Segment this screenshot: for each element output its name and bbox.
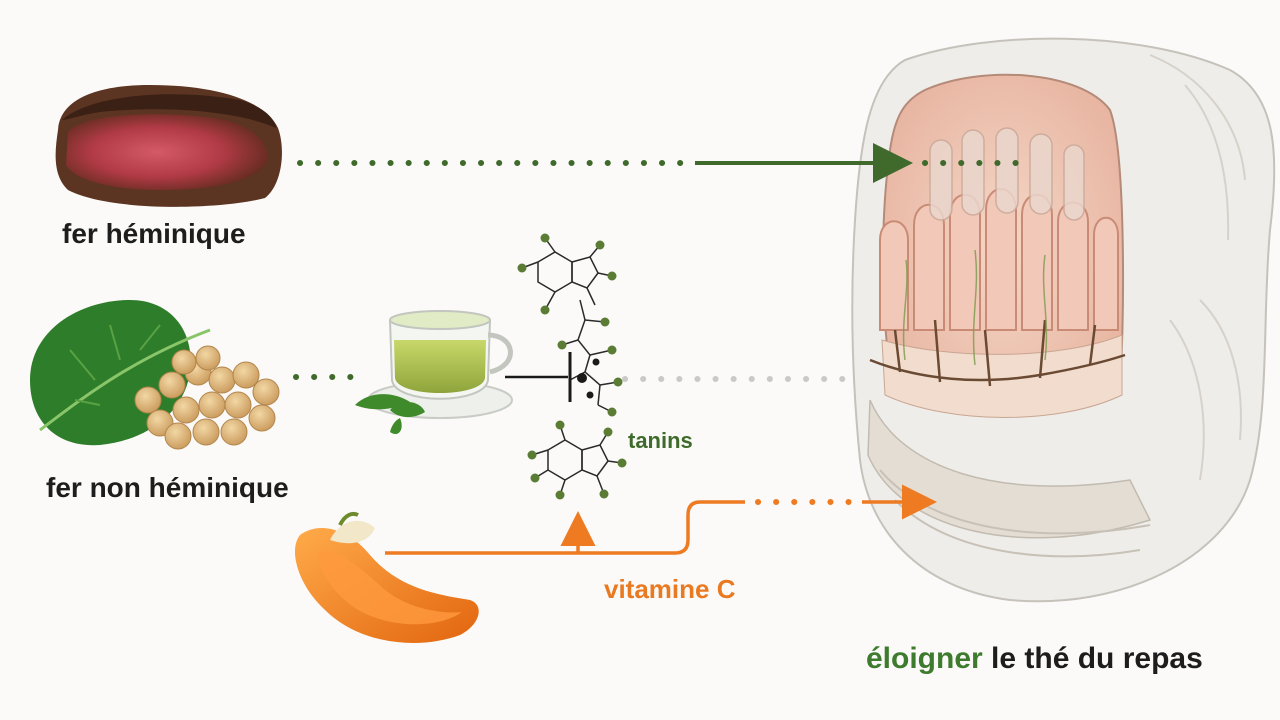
- advice-caption: éloigner le thé du repas: [866, 642, 1203, 676]
- vitamin-c-label: vitamine C: [604, 574, 736, 604]
- steak-icon: [55, 85, 282, 207]
- capillaries: [869, 319, 1126, 387]
- tannins-label: tanins: [628, 428, 693, 453]
- spinach-chickpeas-icon: [30, 300, 280, 450]
- tannin-molecule-icon: [521, 237, 623, 496]
- advice-rest: le thé du repas: [982, 642, 1203, 675]
- non-heme-iron-label: fer non héminique: [46, 472, 289, 503]
- advice-highlight: éloigner: [866, 642, 983, 675]
- green-tea-cup-icon: [355, 310, 513, 435]
- villi: [879, 188, 1119, 331]
- orange-pepper-icon: [294, 511, 479, 643]
- heme-iron-label: fer héminique: [62, 218, 246, 249]
- tannin-iron-bound: [577, 358, 600, 399]
- tannin-atoms: [517, 233, 627, 500]
- intestine-villi-cross-section: [851, 37, 1276, 603]
- vitamin-c-path: [385, 500, 745, 555]
